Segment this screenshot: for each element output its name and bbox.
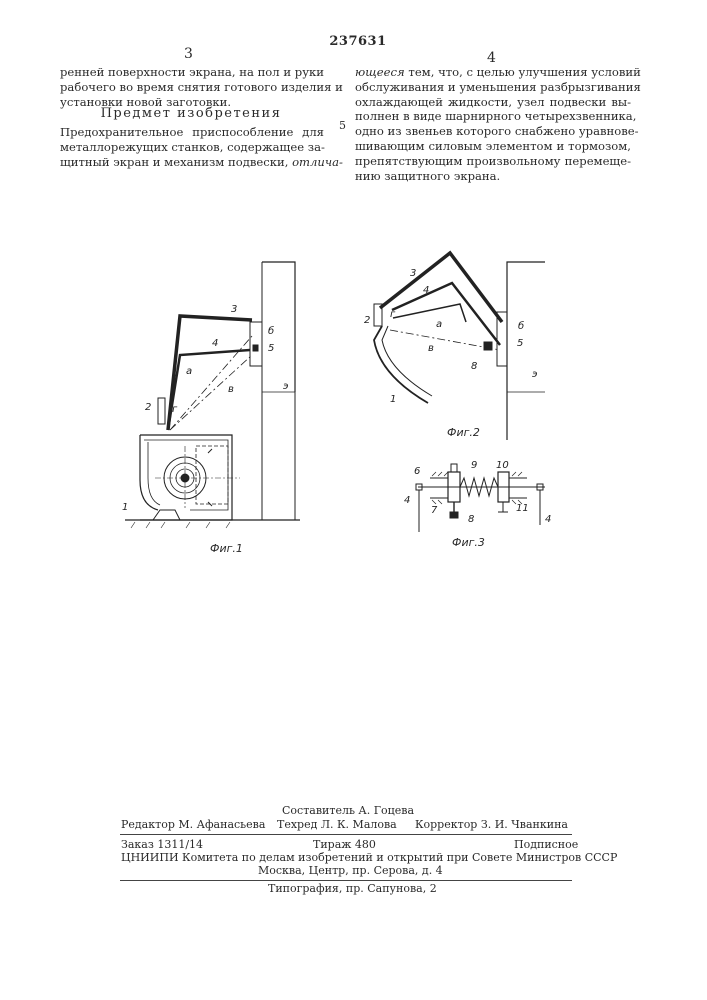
techred-credit: Техред Л. К. Малова	[277, 818, 397, 832]
fig1-label-5: 5	[268, 343, 274, 354]
figure-1-drawing	[125, 262, 300, 528]
fig3-label-8: 8	[468, 514, 474, 525]
address: Москва, Центр, пр. Серова, д. 4	[258, 864, 443, 878]
institute: ЦНИИПИ Комитета по делам изобретений и о…	[121, 851, 617, 865]
fig1-label-e: э	[283, 381, 289, 392]
fig1-label-a: а	[186, 366, 192, 377]
fig1-label-3: 3	[231, 304, 237, 315]
fig2-label-5: 5	[517, 338, 523, 349]
fig2-label-v: в	[428, 343, 434, 354]
editor-credit: Редактор М. Афанасьева	[121, 818, 265, 832]
fig2-label-8: 8	[471, 361, 477, 372]
corrector-credit: Корректор З. И. Чванкина	[415, 818, 568, 832]
fig2-label-4: 4	[423, 285, 429, 296]
divider	[120, 834, 572, 835]
fig3-label-6: 6	[414, 466, 420, 477]
fig2-label-3: 3	[410, 268, 416, 279]
fig2-label-1: 1	[390, 394, 396, 405]
fig1-caption: Фиг.1	[210, 542, 243, 555]
fig2-label-e: э	[532, 369, 538, 380]
order-number: Заказ 1311/14	[121, 838, 203, 852]
fig3-label-7: 7	[431, 505, 438, 516]
fig2-label-a: а	[436, 319, 442, 330]
fig2-caption: Фиг.2	[447, 426, 480, 439]
fig3-label-9: 9	[471, 460, 477, 471]
fig3-label-11: 11	[516, 503, 529, 514]
subscription: Подписное	[514, 838, 578, 852]
printing-house: Типография, пр. Сапунова, 2	[268, 882, 437, 896]
fig1-label-v: в	[228, 384, 234, 395]
fig3-caption: Фиг.3	[452, 536, 485, 549]
compiler-credit: Составитель А. Гоцева	[282, 804, 414, 818]
fig1-label-g: г	[172, 404, 178, 415]
circulation: Тираж 480	[313, 838, 376, 852]
fig3-label-4-right: 4	[545, 514, 551, 525]
fig3-label-4-left: 4	[404, 495, 410, 506]
fig2-label-2: 2	[364, 315, 370, 326]
fig1-label-1: 1	[122, 502, 128, 513]
fig1-label-2: 2	[145, 402, 151, 413]
figure-2-labels: 3 4 2 г а б в 8 5 э 1	[364, 268, 538, 405]
fig3-label-10: 10	[496, 460, 509, 471]
figure-3-drawing	[416, 464, 545, 532]
fig1-label-b: б	[268, 325, 274, 337]
fig2-label-g: г	[390, 309, 396, 320]
fig1-label-4: 4	[212, 338, 218, 349]
fig2-label-b: б	[518, 320, 524, 332]
divider	[120, 880, 572, 881]
